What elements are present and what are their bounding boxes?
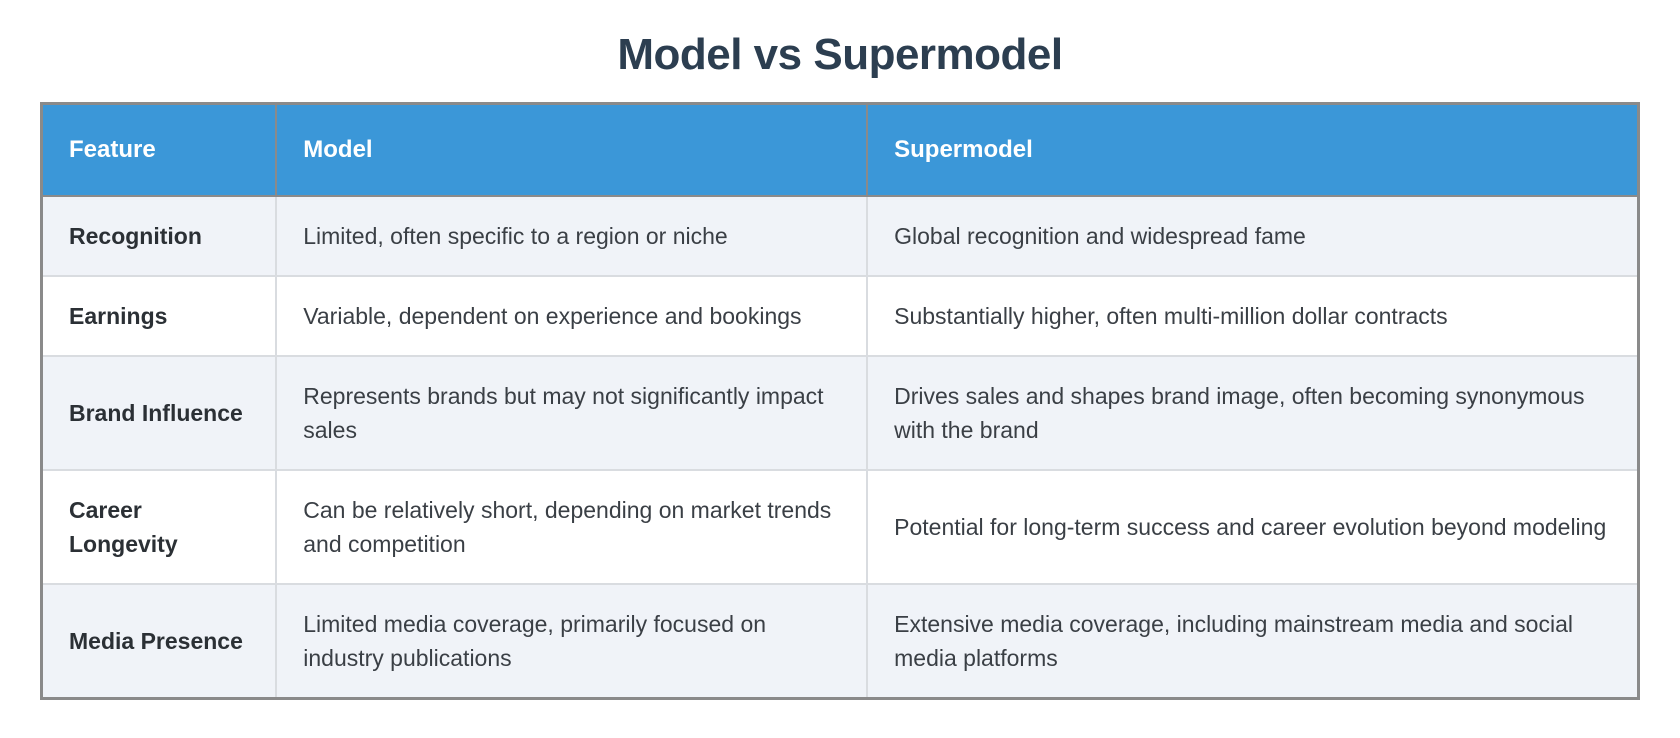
model-cell: Limited media coverage, primarily focuse… — [275, 583, 869, 700]
column-header-model: Model — [275, 102, 869, 197]
feature-cell: Recognition — [40, 195, 278, 277]
column-header-feature: Feature — [40, 102, 278, 197]
header-row: Feature Model Supermodel — [40, 102, 1640, 197]
model-cell: Variable, dependent on experience and bo… — [275, 275, 869, 357]
supermodel-cell: Potential for long-term success and care… — [866, 469, 1640, 585]
model-cell: Limited, often specific to a region or n… — [275, 195, 869, 277]
supermodel-cell: Substantially higher, often multi-millio… — [866, 275, 1640, 357]
feature-cell: Earnings — [40, 275, 278, 357]
page-title: Model vs Supermodel — [617, 30, 1063, 79]
supermodel-cell: Extensive media coverage, including main… — [866, 583, 1640, 700]
supermodel-cell: Drives sales and shapes brand image, oft… — [866, 355, 1640, 471]
feature-cell: Media Presence — [40, 583, 278, 700]
feature-cell: Brand Influence — [40, 355, 278, 471]
model-cell: Can be relatively short, depending on ma… — [275, 469, 869, 585]
feature-cell: Career Longevity — [40, 469, 278, 585]
supermodel-cell: Global recognition and widespread fame — [866, 195, 1640, 277]
column-header-supermodel: Supermodel — [866, 102, 1640, 197]
model-cell: Represents brands but may not significan… — [275, 355, 869, 471]
